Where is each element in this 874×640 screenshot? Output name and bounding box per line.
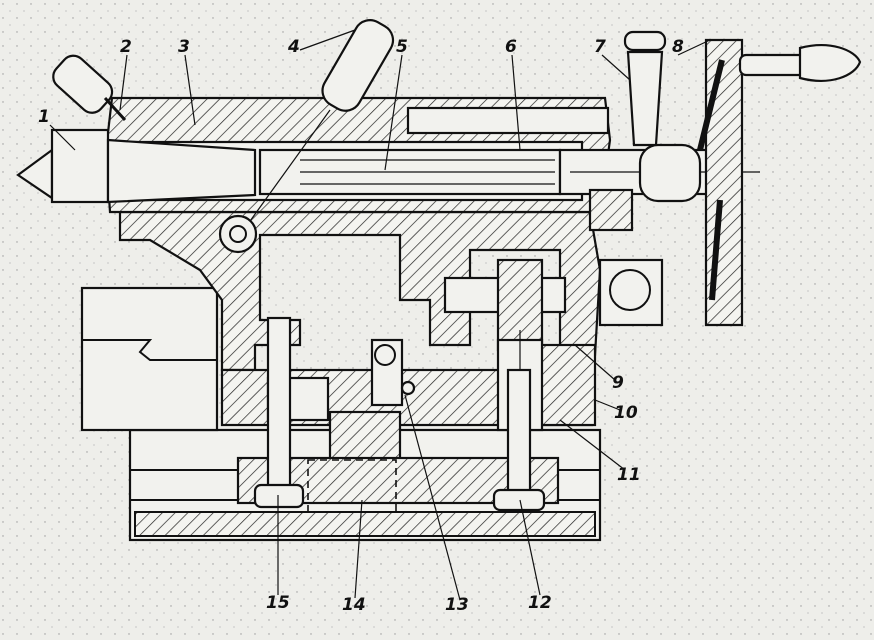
callout-4: 4 (287, 37, 300, 57)
clamp-lever (218, 19, 395, 254)
callout-1: 1 (38, 107, 50, 127)
callout-2: 2 (120, 37, 132, 57)
callout-9: 9 (612, 373, 624, 393)
leader-lines (49, 29, 711, 601)
callout-14: 14 (342, 595, 366, 615)
callout-13: 13 (445, 595, 469, 615)
callout-6: 6 (505, 37, 517, 57)
live-center (16, 128, 257, 204)
handwheel (697, 38, 862, 327)
callout-11: 11 (617, 465, 641, 485)
screw-shaft (558, 143, 760, 232)
callout-12: 12 (528, 593, 552, 613)
callout-10: 10 (614, 403, 638, 423)
clamp-handle-left (52, 54, 127, 122)
callout-15: 15 (266, 593, 290, 613)
callout-3: 3 (178, 37, 190, 57)
carriage-slide (80, 286, 219, 432)
clamping-bolts (253, 316, 546, 512)
callout-5: 5 (396, 37, 408, 57)
callout-8: 8 (672, 37, 684, 57)
eccentric-assembly (443, 258, 664, 505)
clamping-plate-outline (307, 459, 397, 513)
callout-7: 7 (594, 37, 606, 57)
callout-labels: 1 2 3 4 5 6 7 8 9 10 11 12 13 14 15 (38, 37, 684, 615)
